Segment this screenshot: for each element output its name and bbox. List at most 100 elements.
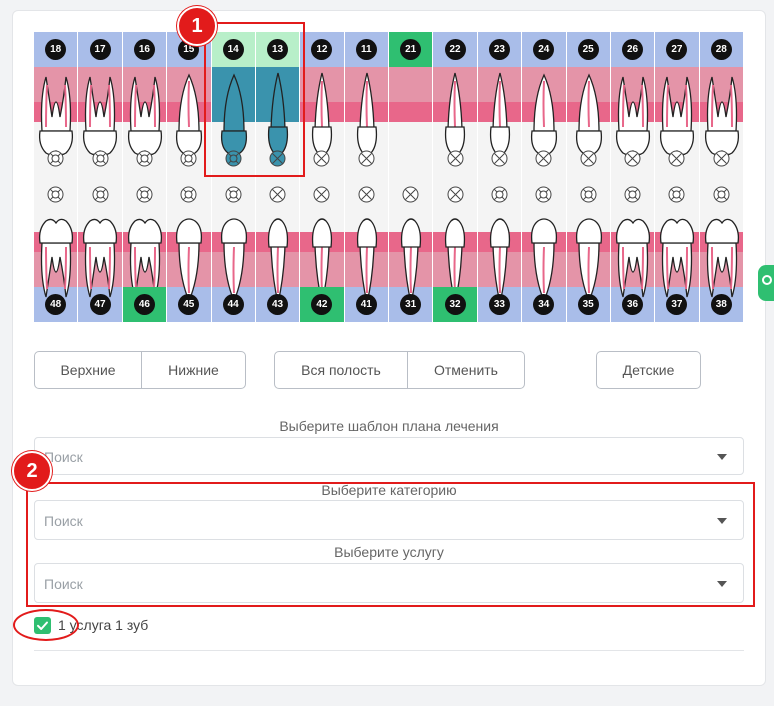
upper-tooth-22[interactable] [433, 67, 476, 162]
surface-selector-icon[interactable] [269, 186, 286, 203]
tooth-column-11[interactable]: 11 41 [345, 32, 389, 322]
lower-tooth-45[interactable] [167, 217, 210, 312]
surface-selector-icon[interactable] [225, 186, 242, 203]
surface-selector-icon[interactable] [580, 186, 597, 203]
lower-tooth-41[interactable] [345, 217, 388, 312]
tooth-column-14[interactable]: 14 44 [211, 32, 256, 322]
upper-tooth-18[interactable] [34, 67, 77, 162]
tooth-column-25[interactable]: 25 35 [567, 32, 611, 322]
tooth-number-31[interactable]: 31 [389, 287, 432, 322]
lower-tooth-35[interactable] [567, 217, 610, 312]
surface-selector-icon[interactable] [136, 186, 153, 203]
lower-tooth-37[interactable] [655, 217, 698, 312]
surface-selector-icon[interactable] [313, 150, 330, 167]
surface-selector-icon[interactable] [535, 186, 552, 203]
lower-tooth-47[interactable] [78, 217, 121, 312]
tooth-column-21[interactable]: 21 31 [389, 32, 434, 322]
surface-selector-icon[interactable] [447, 186, 464, 203]
surface-selector-icon[interactable] [358, 186, 375, 203]
tooth-number-28[interactable]: 28 [700, 32, 743, 67]
upper-tooth-17[interactable] [78, 67, 121, 162]
service-select[interactable]: Поиск [34, 563, 744, 603]
surface-selector-icon[interactable] [624, 150, 641, 167]
upper-tooth-13[interactable] [256, 67, 299, 162]
upper-tooth-12[interactable] [300, 67, 343, 162]
tooth-number-48[interactable]: 48 [34, 287, 77, 322]
surface-selector-icon[interactable] [313, 186, 330, 203]
children-button[interactable]: Детские [596, 351, 701, 389]
surface-selector-icon[interactable] [624, 186, 641, 203]
tooth-number-25[interactable]: 25 [567, 32, 610, 67]
lower-tooth-33[interactable] [478, 217, 521, 312]
tooth-number-16[interactable]: 16 [123, 32, 166, 67]
surface-selector-icon[interactable] [491, 150, 508, 167]
tooth-number-14[interactable]: 14 [212, 32, 255, 67]
tooth-number-45[interactable]: 45 [167, 287, 210, 322]
upper-tooth-24[interactable] [522, 67, 565, 162]
lower-tooth-48[interactable] [34, 217, 77, 312]
surface-selector-icon[interactable] [668, 186, 685, 203]
surface-selector-icon[interactable] [269, 150, 286, 167]
surface-selector-icon[interactable] [447, 150, 464, 167]
tooth-column-28[interactable]: 28 38 [700, 32, 744, 322]
tooth-number-12[interactable]: 12 [300, 32, 343, 67]
lower-tooth-38[interactable] [700, 217, 743, 312]
surface-selector-icon[interactable] [358, 150, 375, 167]
surface-selector-icon[interactable] [713, 150, 730, 167]
surface-selector-icon[interactable] [47, 150, 64, 167]
surface-selector-icon[interactable] [535, 150, 552, 167]
lower-tooth-44[interactable] [212, 217, 255, 312]
tooth-number-18[interactable]: 18 [34, 32, 77, 67]
tooth-number-22[interactable]: 22 [433, 32, 476, 67]
tooth-number-32[interactable]: 32 [433, 287, 477, 322]
lower-button[interactable]: Нижние [141, 351, 246, 389]
tooth-number-38[interactable]: 38 [700, 287, 743, 322]
tooth-number-33[interactable]: 33 [478, 287, 521, 322]
upper-tooth-27[interactable] [655, 67, 698, 162]
surface-selector-icon[interactable] [92, 186, 109, 203]
tooth-number-36[interactable]: 36 [611, 287, 654, 322]
tooth-number-17[interactable]: 17 [78, 32, 121, 67]
tooth-number-34[interactable]: 34 [522, 287, 565, 322]
surface-selector-icon[interactable] [491, 186, 508, 203]
side-widget-tab[interactable] [758, 265, 774, 301]
lower-tooth-36[interactable] [611, 217, 654, 312]
upper-tooth-16[interactable] [123, 67, 166, 162]
full-mouth-button[interactable]: Вся полость [274, 351, 408, 389]
upper-button[interactable]: Верхние [34, 351, 142, 389]
tooth-number-46[interactable]: 46 [122, 287, 167, 322]
tooth-number-41[interactable]: 41 [345, 287, 388, 322]
tooth-column-22[interactable]: 22 32 [433, 32, 478, 322]
surface-selector-icon[interactable] [136, 150, 153, 167]
lower-tooth-32[interactable] [433, 217, 476, 312]
tooth-number-47[interactable]: 47 [78, 287, 121, 322]
lower-tooth-34[interactable] [522, 217, 565, 312]
cancel-button[interactable]: Отменить [407, 351, 525, 389]
lower-tooth-43[interactable] [256, 217, 299, 312]
category-select[interactable]: Поиск [34, 500, 744, 540]
tooth-number-21[interactable]: 21 [389, 32, 433, 67]
upper-tooth-23[interactable] [478, 67, 521, 162]
tooth-number-11[interactable]: 11 [345, 32, 388, 67]
tooth-number-27[interactable]: 27 [655, 32, 698, 67]
upper-tooth-26[interactable] [611, 67, 654, 162]
upper-tooth-11[interactable] [345, 67, 388, 162]
tooth-number-23[interactable]: 23 [478, 32, 521, 67]
tooth-number-44[interactable]: 44 [212, 287, 255, 322]
tooth-number-13[interactable]: 13 [256, 32, 299, 67]
surface-selector-icon[interactable] [668, 150, 685, 167]
tooth-number-35[interactable]: 35 [567, 287, 610, 322]
upper-tooth-25[interactable] [567, 67, 610, 162]
surface-selector-icon[interactable] [402, 186, 419, 203]
surface-selector-icon[interactable] [225, 150, 242, 167]
tooth-column-23[interactable]: 23 33 [478, 32, 523, 322]
surface-selector-icon[interactable] [180, 186, 197, 203]
surface-selector-icon[interactable] [713, 186, 730, 203]
